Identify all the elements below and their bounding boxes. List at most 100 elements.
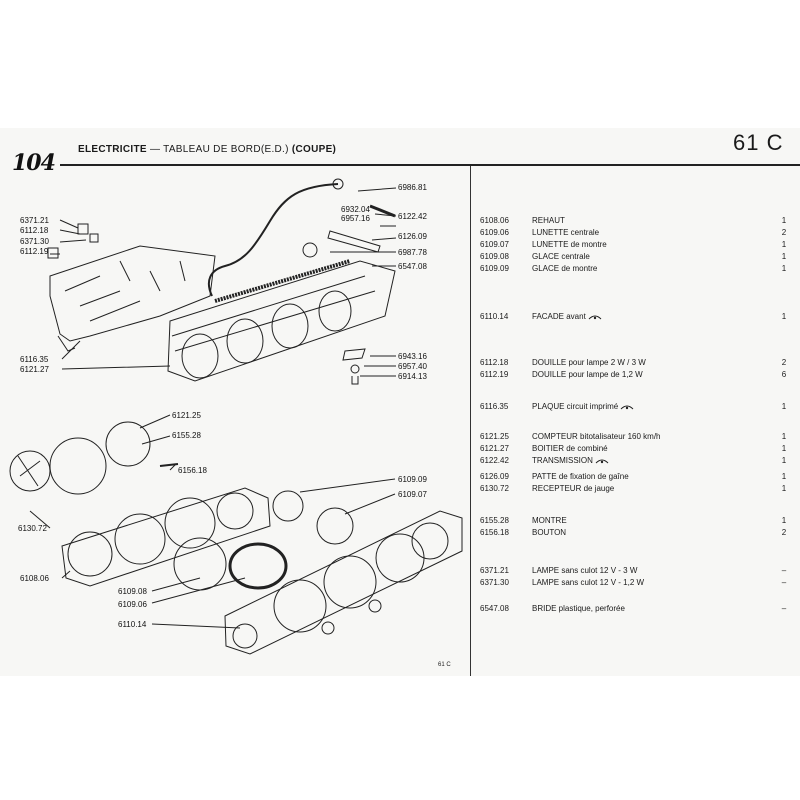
part-description: LAMPE sans culot 12 V - 3 W [532, 566, 772, 575]
callout-6986-81: 6986.81 [398, 183, 427, 192]
instrument-housing [167, 260, 396, 382]
part-description: LUNETTE de montre [532, 240, 772, 249]
callout-6110-14: 6110.14 [118, 620, 147, 629]
callout-6914-13: 6914.13 [398, 372, 427, 381]
callout-6156-18: 6156.18 [178, 466, 207, 475]
part-quantity: 1 [781, 484, 787, 493]
part-quantity: – [781, 604, 787, 613]
part-number: 6371.21 [480, 566, 509, 575]
callout-6932-04: 6932.04 [341, 205, 370, 214]
cable-nut [332, 178, 344, 190]
parts-row: 6547.08 BRIDE plastique, perforée – [480, 604, 794, 615]
part-description: GLACE centrale [532, 252, 772, 261]
lamp-socket [47, 247, 59, 259]
part-number: 6122.42 [480, 456, 509, 465]
part-quantity: 1 [781, 216, 787, 225]
part-description-text: LAMPE sans culot 12 V - 1,2 W [532, 578, 645, 587]
part-number: 6547.08 [480, 604, 509, 613]
part-quantity: 1 [781, 264, 787, 273]
callout-6112-18: 6112.18 [20, 226, 49, 235]
parts-row: 6109.07 LUNETTE de montre 1 [480, 240, 794, 251]
part-description: DOUILLE pour lampe de 1,2 W [532, 370, 772, 379]
callout-6371-21: 6371.21 [20, 216, 49, 225]
part-number: 6109.08 [480, 252, 509, 261]
callout-6126-09: 6126.09 [398, 232, 427, 241]
clock-glass [272, 490, 304, 522]
lamp-socket [89, 233, 99, 243]
callout-6122-42: 6122.42 [398, 212, 427, 221]
revision-marker-icon [595, 459, 609, 464]
part-quantity: 1 [781, 312, 787, 321]
part-description-text: COMPTEUR bitotalisateur 160 km/h [532, 432, 661, 441]
footer-page-code: 61 C [438, 662, 451, 668]
part-description-text: MONTRE [532, 516, 567, 525]
cable-end [369, 204, 396, 218]
part-quantity: 2 [781, 358, 787, 367]
part-quantity: 1 [781, 252, 787, 261]
part-description: BOUTON [532, 528, 772, 537]
part-quantity: 2 [781, 228, 787, 237]
callout-6109-09: 6109.09 [398, 475, 427, 484]
part-description: PATTE de fixation de gaîne [532, 472, 772, 481]
part-description: RECEPTEUR de jauge [532, 484, 772, 493]
speedometer-dial [49, 437, 107, 495]
plastic-strap [214, 259, 351, 303]
header-rule [60, 164, 800, 166]
part-description-text: DOUILLE pour lampe 2 W / 3 W [532, 358, 646, 367]
callout-6987-78: 6987.78 [398, 248, 427, 257]
part-description: FACADE avant [532, 312, 772, 321]
callout-6547-08: 6547.08 [398, 262, 427, 271]
part-description: PLAQUE circuit imprimé [532, 402, 772, 411]
revision-marker-icon [621, 405, 634, 410]
part-quantity: – [781, 566, 787, 575]
model-number: 104 [12, 150, 56, 176]
part-quantity: 1 [781, 240, 787, 249]
parts-row: 6130.72 RECEPTEUR de jauge 1 [480, 484, 794, 495]
part-number: 6121.27 [480, 444, 509, 453]
part-number: 6109.09 [480, 264, 509, 273]
parts-row: 6109.08 GLACE centrale 1 [480, 252, 794, 263]
lamp-socket [77, 223, 89, 235]
clock-lens [316, 507, 354, 545]
part-description-text: LUNETTE de montre [532, 240, 607, 249]
part-number: 6121.25 [480, 432, 509, 441]
part-number: 6155.28 [480, 516, 509, 525]
callout-6108-06: 6108.06 [20, 574, 49, 583]
callout-6121-27: 6121.27 [20, 365, 49, 374]
part-number: 6112.19 [480, 370, 509, 379]
callout-6121-25: 6121.25 [172, 411, 201, 420]
callout-6943-16: 6943.16 [398, 352, 427, 361]
part-number: 6110.14 [480, 312, 509, 321]
part-description-text: BRIDE plastique, perforée [532, 604, 625, 613]
part-number: 6130.72 [480, 484, 509, 493]
part-description-text: DOUILLE pour lampe de 1,2 W [532, 370, 643, 379]
part-description-text: BOUTON [532, 528, 567, 537]
parts-row: 6371.21 LAMPE sans culot 12 V - 3 W– [480, 566, 794, 577]
callout-6130-72: 6130.72 [18, 524, 47, 533]
part-quantity: – [781, 578, 787, 587]
speedometer-cable [207, 183, 339, 297]
part-description: TRANSMISSION [532, 456, 772, 465]
part-description-text: BOITIER de combiné [532, 444, 608, 453]
gauge-receiver [9, 450, 51, 492]
part-description-text: FACADE avant [532, 312, 586, 321]
callout-6112-19: 6112.19 [20, 247, 49, 256]
part-description: LUNETTE centrale [532, 228, 772, 237]
page-title: ELECTRICITE — TABLEAU DE BORD(E.D.) (COU… [78, 144, 336, 155]
title-separator: — [149, 144, 161, 155]
callout-6109-07: 6109.07 [398, 490, 427, 499]
callout-6116-35: 6116.35 [20, 355, 49, 364]
callout-6109-08: 6109.08 [118, 587, 147, 596]
grommet [302, 242, 318, 258]
bezel-rehaut [61, 487, 271, 587]
part-number: 6109.07 [480, 240, 509, 249]
